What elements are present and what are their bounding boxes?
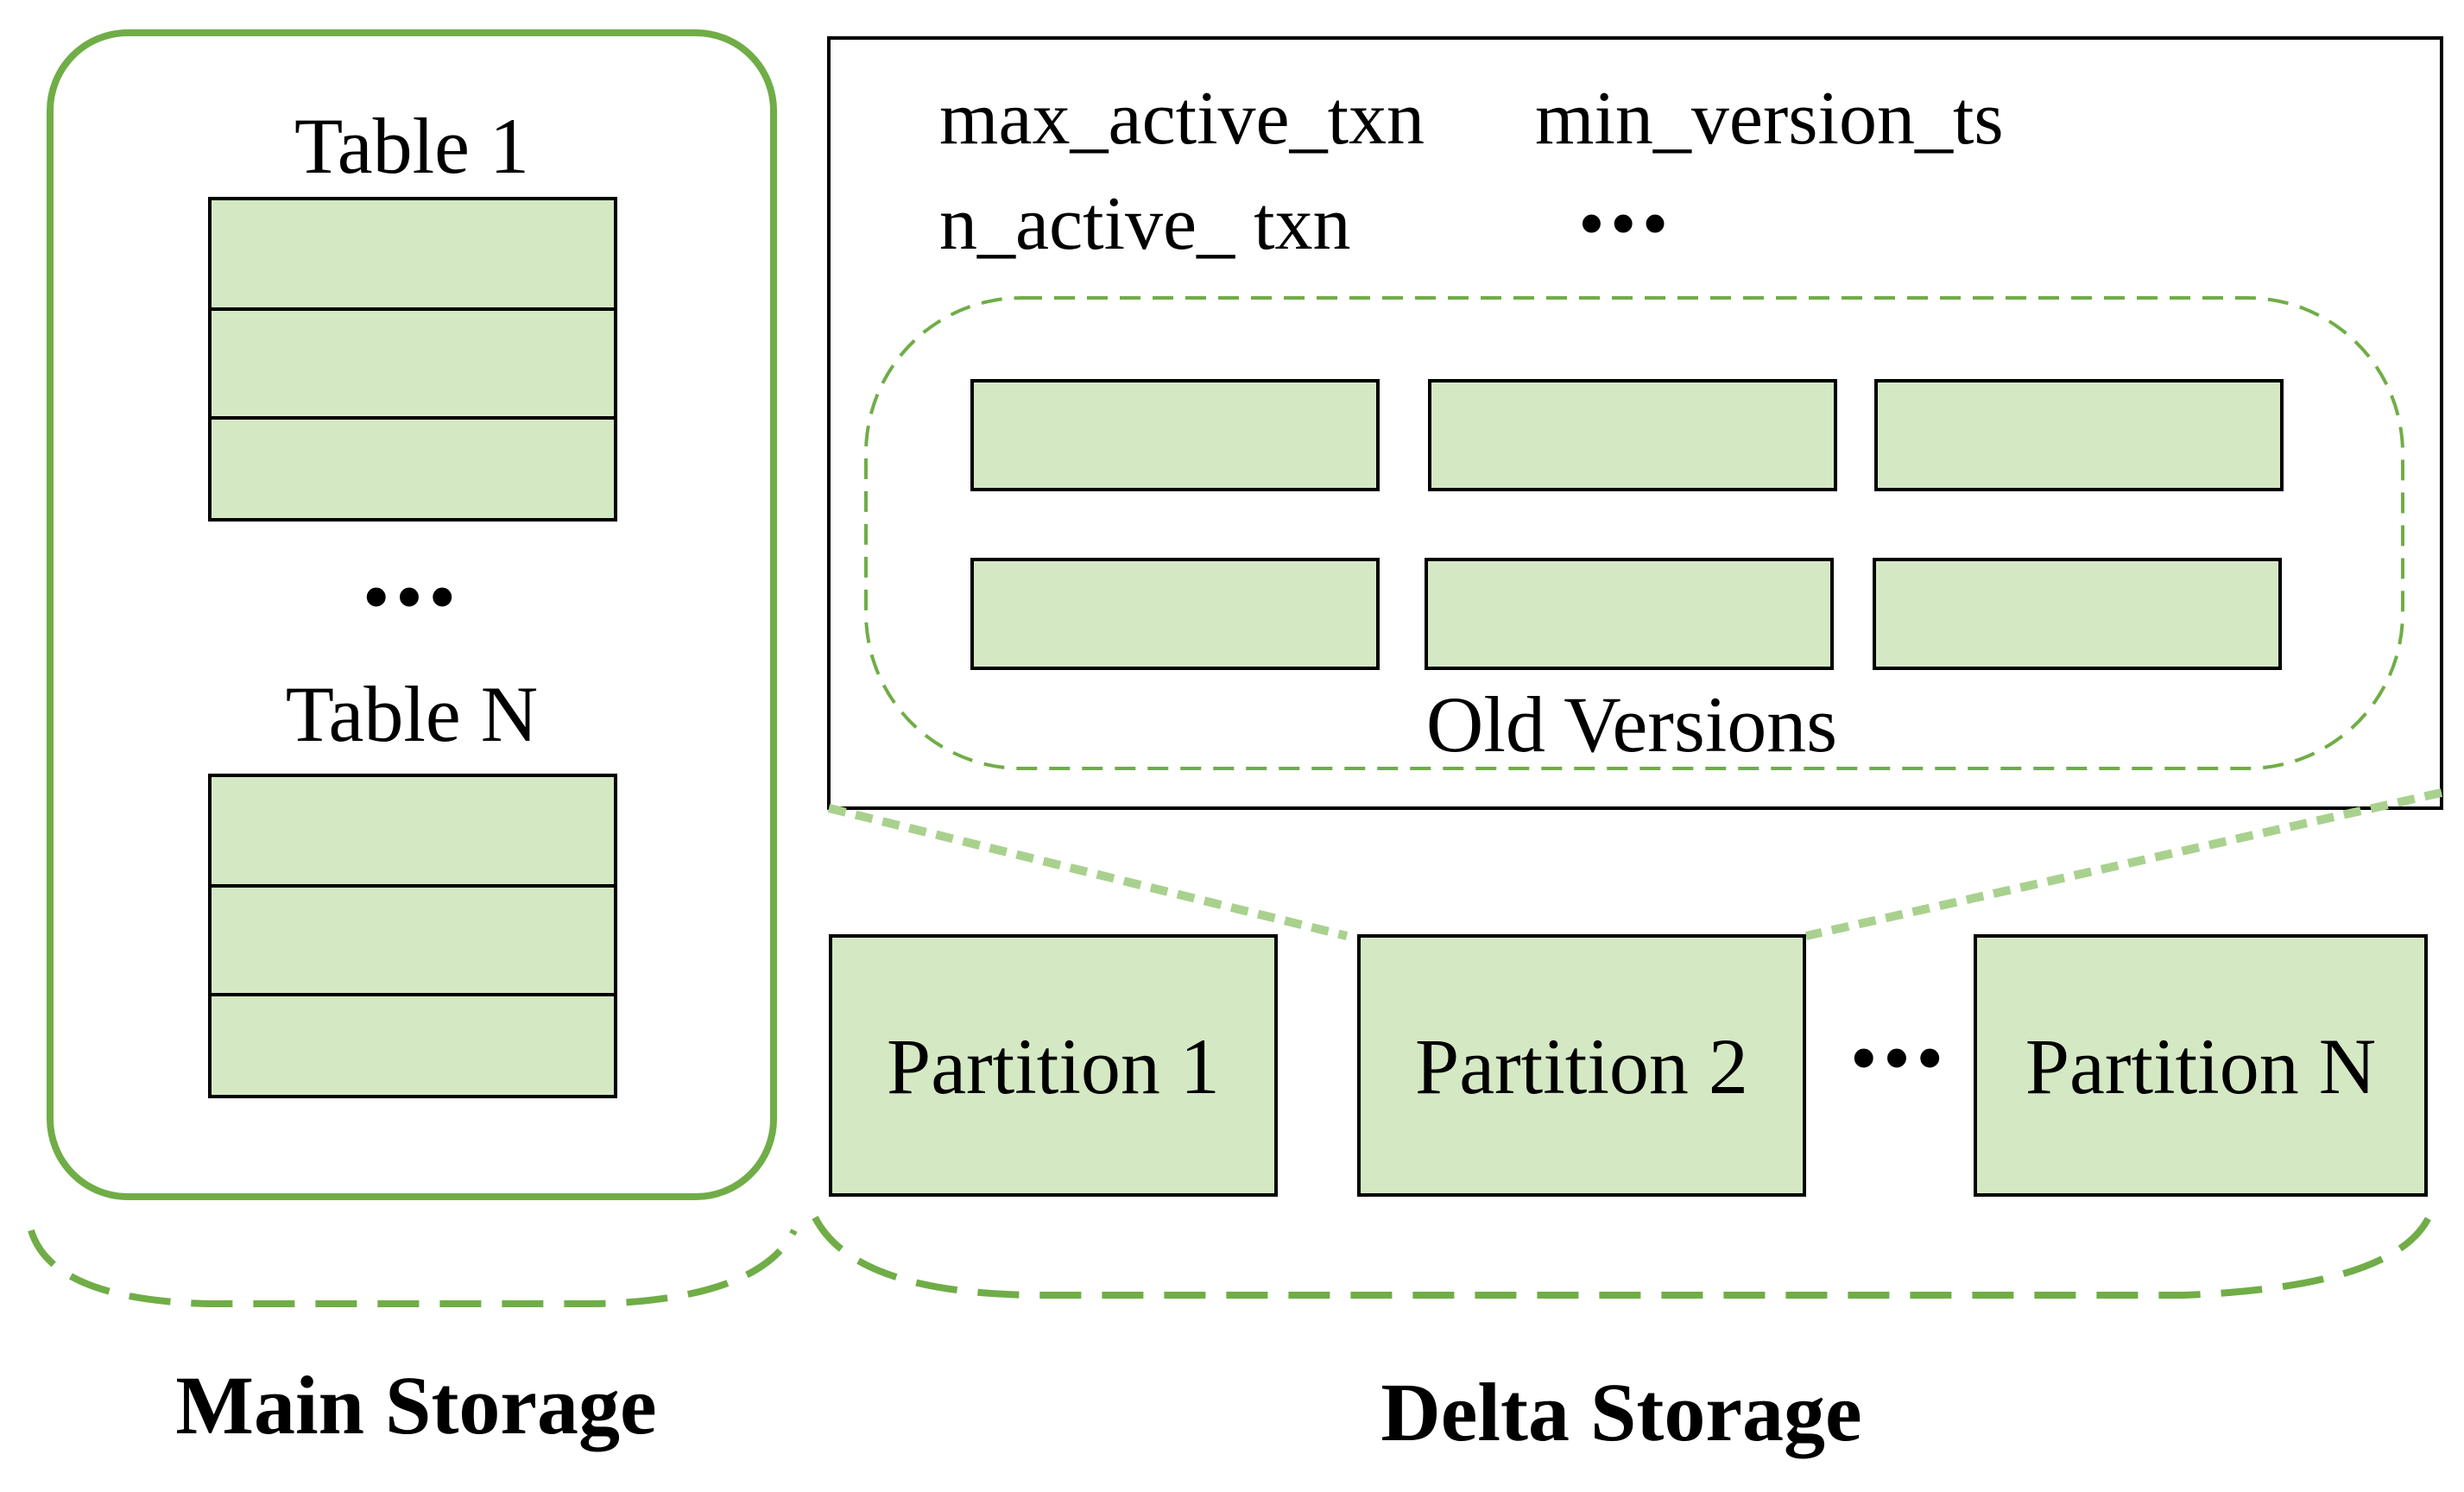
table-n-row (208, 774, 617, 888)
zoom-connector-left (827, 804, 1349, 940)
main-storage-label: Main Storage (175, 1359, 656, 1451)
old-versions-label: Old Versions (1426, 680, 1837, 768)
old-version-block (970, 558, 1380, 670)
table-1-row (208, 416, 617, 522)
table-n-title: Table N (286, 670, 538, 758)
table-n-row (208, 993, 617, 1098)
partition-n-label: Partition N (2025, 1022, 2376, 1110)
table-1-row (208, 197, 617, 311)
partition-1-label: Partition 1 (887, 1022, 1220, 1110)
tables-ellipsis: ••• (363, 553, 462, 641)
old-version-block (970, 379, 1380, 491)
table-1 (208, 197, 617, 522)
fields-ellipsis: ••• (1578, 182, 1673, 266)
table-1-row (208, 307, 617, 420)
field-max-active-txn: max_active_txn (939, 77, 1425, 161)
table-1-title: Table 1 (294, 102, 529, 190)
main-storage-bracket (28, 1229, 798, 1307)
partitions-ellipsis: ••• (1850, 1014, 1949, 1102)
old-version-blocks (970, 379, 2284, 670)
field-min-version-ts: min_version_ts (1535, 77, 2004, 161)
delta-storage-bracket (812, 1205, 2436, 1299)
delta-storage-label: Delta Storage (1380, 1366, 1861, 1458)
old-versions-container (864, 296, 2404, 770)
old-version-block (1425, 558, 1834, 670)
partition-n (1974, 934, 2428, 1197)
partition-2-label: Partition 2 (1415, 1022, 1748, 1110)
field-n-active-txn: n_active_ txn (939, 182, 1351, 266)
zoom-connector-right (1804, 788, 2443, 940)
table-n-row (208, 884, 617, 996)
partition-2 (1357, 934, 1806, 1197)
table-n (208, 774, 617, 1098)
old-version-block (1428, 379, 1837, 491)
old-version-block (1874, 379, 2284, 491)
main-storage-container (47, 29, 777, 1200)
old-version-block (1873, 558, 2282, 670)
partition-1 (829, 934, 1278, 1197)
